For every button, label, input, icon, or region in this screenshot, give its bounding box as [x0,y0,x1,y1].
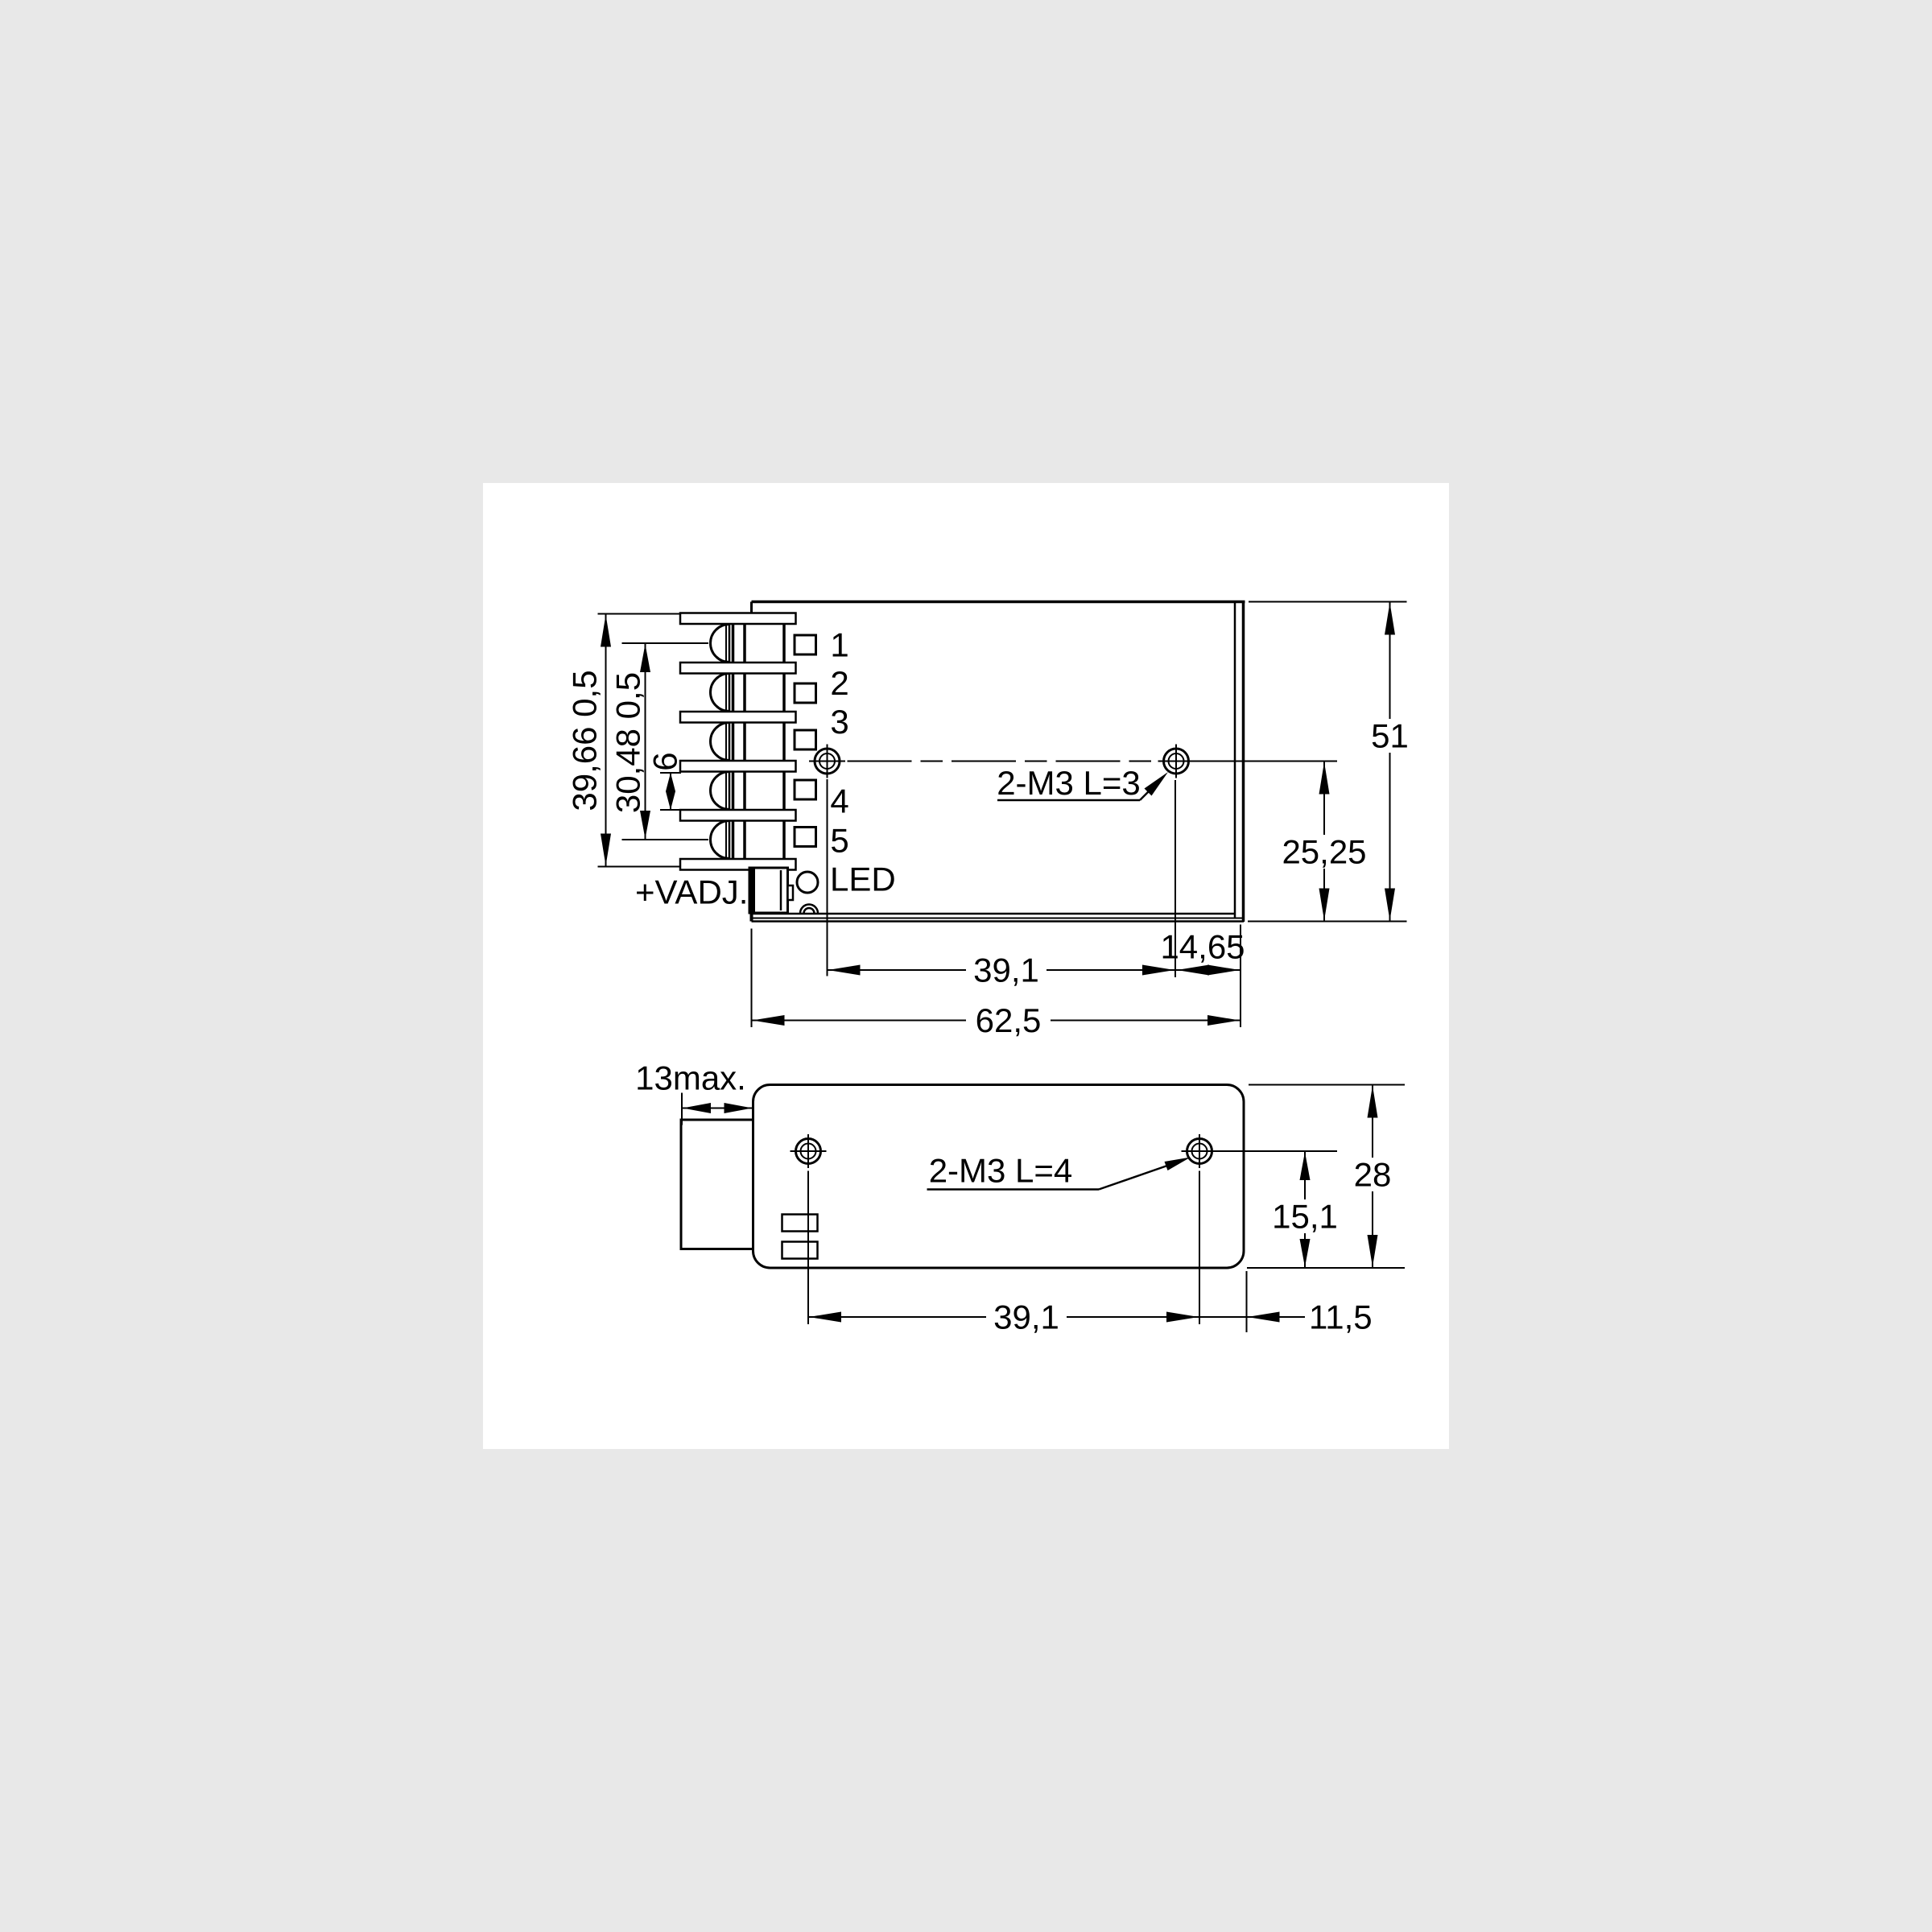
terminal-screw-icon [709,623,731,860]
dim-hole-to-bottom: 25,25 [1273,762,1376,921]
vadj-potentiometer [748,866,795,914]
dim-body-height: 28 [1347,1085,1398,1267]
front-hole-arc-icon [799,903,819,914]
dim-overall-width: 62,5 [752,1001,1240,1039]
dim-connector-depth-label: 13max. [635,1059,746,1097]
dim-overall-height-label: 51 [1371,717,1409,755]
mounting-note-bottom-label: 2-M3 L=4 [929,1152,1073,1190]
led-label: LED [830,861,896,898]
terminal-number-5: 5 [830,822,848,860]
dim-overall-width-label: 62,5 [976,1001,1042,1039]
mounting-hole-icon [809,744,845,778]
mounting-hole-icon [790,1134,827,1168]
dim-body-height-label: 28 [1354,1156,1392,1194]
dim-connector-depth: 13max. [635,1059,753,1113]
terminal-block: 1 2 3 4 5 [679,612,849,871]
terminal-number-1: 1 [830,626,848,664]
extension-lines-bottom-view [681,1084,1405,1332]
terminal-number-4: 4 [830,782,848,820]
dim-overall-height: 51 [1363,602,1417,921]
dim-screw-span: 30,48 0,5 [609,644,650,839]
bottom-view: 2-M3 L=4 13max. 28 [635,1059,1405,1336]
dim-hole-to-bottom-label: 25,25 [1282,833,1366,871]
mounting-note-top: 2-M3 L=3 [997,764,1168,802]
dim-block-height: 39,66 0,5 [566,614,611,866]
dim-hole-spacing-top: 39,1 14,65 [828,928,1245,989]
dim-hole-to-edge-label: 14,65 [1160,928,1245,966]
vadj-label: +VADJ. [635,873,748,911]
leader-arrow-icon [1164,1157,1191,1170]
dim-screw-span-label: 30,48 0,5 [609,672,647,813]
dim-hole-to-edge-b-label: 11,5 [1309,1298,1373,1336]
top-view: 1 2 3 4 5 +VADJ. LED [566,600,1417,1039]
dim-hole-spacing-bottom-label: 39,1 [993,1298,1059,1336]
input-connector [679,1118,754,1250]
dim-terminal-gap-label: 6 [646,752,684,770]
dim-hole-to-bottom-b: 15,1 [1265,1152,1344,1267]
terminal-fins [679,612,797,871]
dim-terminal-gap: 6 [646,752,684,810]
vent-slots [781,1213,819,1260]
terminal-number-2: 2 [830,664,848,702]
mounting-note-bottom: 2-M3 L=4 [927,1152,1191,1191]
terminal-pin-markers [793,634,817,848]
dim-block-height-label: 39,66 0,5 [566,670,604,811]
technical-drawing: 1 2 3 4 5 +VADJ. LED [483,483,1449,1449]
dim-hole-spacing-top-label: 39,1 [973,952,1039,989]
terminal-number-3: 3 [830,703,848,741]
dim-hole-to-bottom-b-label: 15,1 [1272,1198,1338,1236]
leader-arrow-icon [1144,772,1168,796]
dim-hole-spacing-bottom: 39,1 11,5 [809,1298,1388,1336]
mounting-note-top-label: 2-M3 L=3 [997,764,1141,802]
led-indicator-icon [795,870,819,894]
extension-lines-top-view [597,601,1407,1027]
